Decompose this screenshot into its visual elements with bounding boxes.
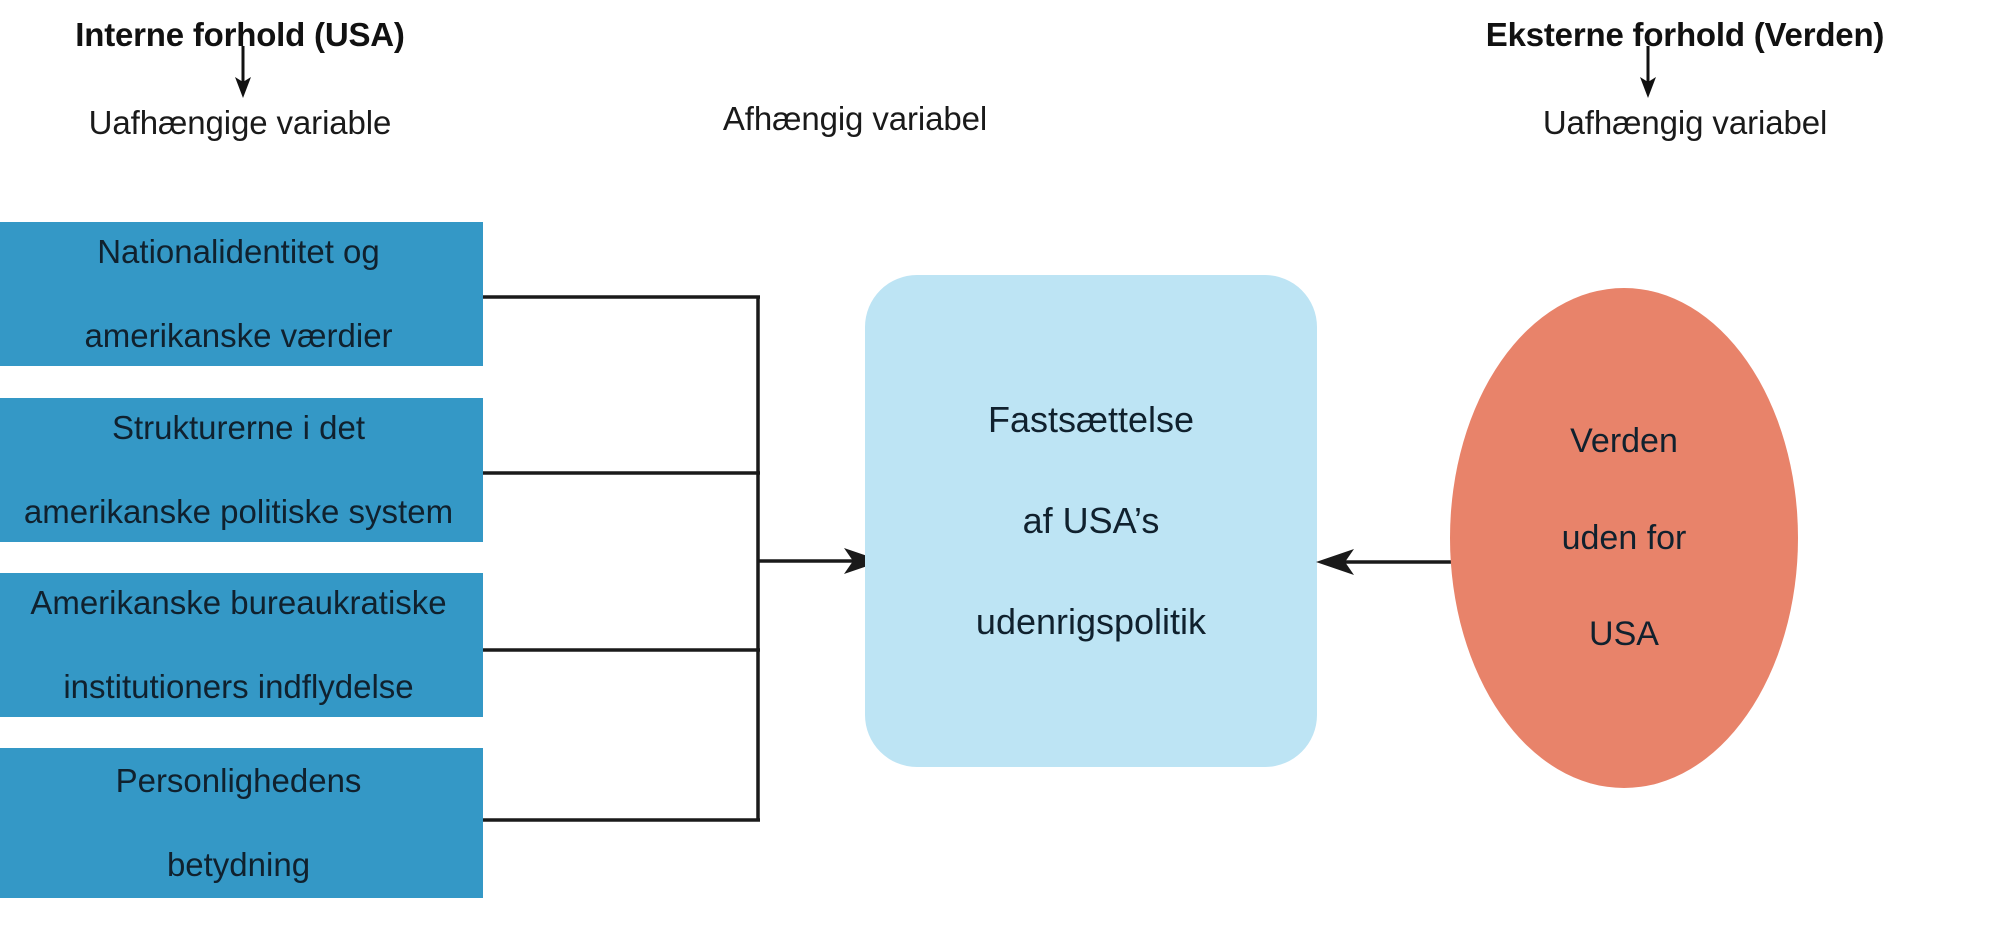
independent-variable-bar-4[interactable]: Personlighedens betydning (0, 748, 483, 898)
right-header-subtitle: Uafhængig variabel (1542, 104, 1828, 141)
bar-line-2: amerikanske politiske system (23, 493, 454, 531)
ellipse-line-2: uden for (1561, 518, 1687, 557)
independent-variable-label: Strukturerne i det amerikanske politiske … (24, 407, 453, 534)
centre-line-2: af USA’s (1022, 499, 1160, 541)
independent-variable-bar-3[interactable]: Amerikanske bureaukratiske institutioners… (0, 573, 483, 717)
arrow-left-icon (1316, 549, 1458, 575)
arrow-down-icon (1633, 46, 1663, 98)
independent-variable-label: Nationalidentitet og amerikanske værdier (84, 231, 392, 358)
arrow-down-icon (228, 46, 258, 98)
dependent-variable-label: Fastsættelse af USA’s udenrigspolitik (976, 395, 1206, 647)
dependent-variable-box[interactable]: Fastsættelse af USA’s udenrigspolitik (865, 275, 1317, 767)
independent-variable-label: Amerikanske bureaukratiske institutioners… (30, 582, 446, 709)
ellipse-line-3: USA (1589, 615, 1659, 654)
middle-column-header: Afhængig variabel (640, 100, 1070, 138)
bar-line-1: Strukturerne i det (111, 408, 366, 446)
right-header-title: Eksterne forhold (Verden) (1485, 16, 1885, 53)
centre-line-3: udenrigspolitik (975, 600, 1207, 642)
centre-line-1: Fastsættelse (987, 399, 1195, 441)
ellipse-line-1: Verden (1570, 422, 1678, 461)
left-header-subtitle: Uafhængige variable (88, 104, 392, 141)
bar-line-2: amerikanske værdier (84, 317, 393, 355)
bar-line-2: betydning (166, 846, 311, 884)
independent-variable-bar-2[interactable]: Strukturerne i det amerikanske politiske … (0, 398, 483, 542)
bracket-connector-icon (483, 295, 882, 822)
bar-line-1: Nationalidentitet og (97, 232, 380, 270)
arrow-right-icon (844, 548, 882, 574)
middle-header-subtitle: Afhængig variabel (722, 100, 988, 137)
left-header-title: Interne forhold (USA) (75, 16, 405, 53)
independent-variable-label: Personlighedens betydning (116, 760, 362, 887)
left-column-header: Interne forhold (USA) Uafhængige variabl… (20, 16, 460, 141)
bar-line-1: Personlighedens (115, 761, 362, 799)
independent-variable-bar-1[interactable]: Nationalidentitet og amerikanske værdier (0, 222, 483, 366)
bar-line-2: institutioners indflydelse (63, 668, 414, 706)
right-column-header: Eksterne forhold (Verden) Uafhængig vari… (1390, 16, 1980, 141)
bar-line-1: Amerikanske bureaukratiske (30, 583, 447, 621)
